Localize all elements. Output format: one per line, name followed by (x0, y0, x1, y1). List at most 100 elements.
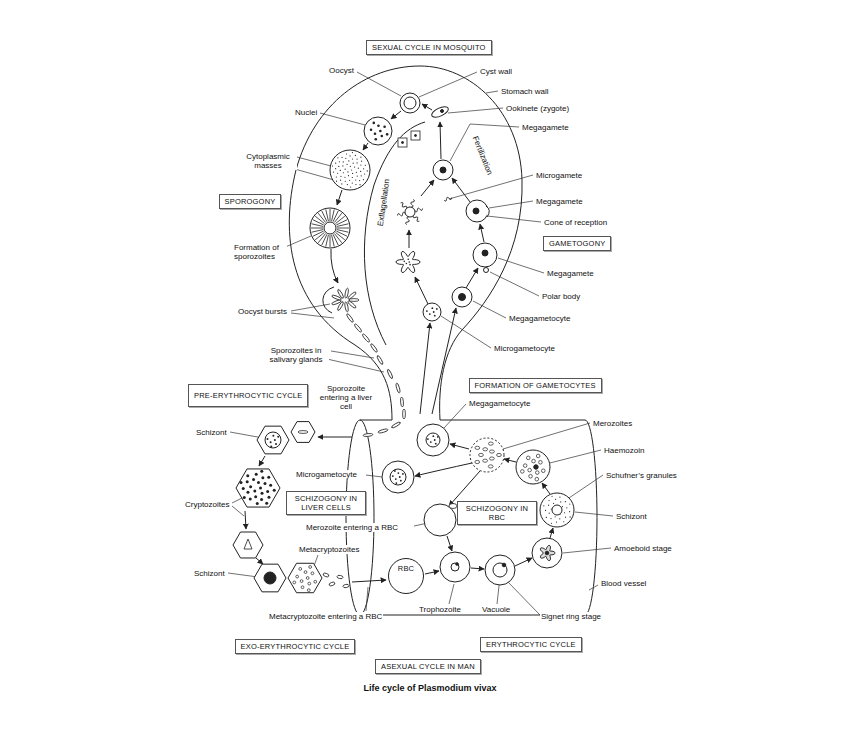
illustration-path (471, 568, 484, 569)
illustration-path (297, 157, 331, 166)
illustration-circle (360, 157, 361, 158)
illustration-circle (249, 497, 252, 500)
illustration-circle (304, 571, 307, 574)
illustration-polygon (257, 426, 289, 454)
illustration-circle (473, 243, 497, 267)
box-text: PRE-ERYTHROCYTIC CYCLE (194, 391, 302, 400)
illustration-circle (399, 476, 401, 478)
illustration-ellipse (298, 431, 308, 434)
illustration-path (508, 582, 540, 615)
stage-box: GAMETOGONY (543, 236, 611, 251)
illustration-path (366, 587, 368, 611)
illustration-circle (265, 502, 268, 505)
illustration-ellipse (483, 448, 488, 451)
illustration-circle (560, 501, 561, 502)
illustration-path (331, 249, 338, 283)
illustration-path (419, 72, 477, 97)
illustration-path (413, 215, 419, 221)
illustration-circle (363, 179, 364, 180)
illustration-circle (360, 171, 361, 172)
illustration-line (311, 228, 323, 229)
illustration-circle (502, 563, 506, 567)
illustration-path (425, 571, 439, 574)
illustration-circle (536, 454, 540, 458)
illustration-circle (349, 155, 350, 156)
illustration-circle (473, 208, 479, 214)
illustration-circle (347, 184, 348, 185)
illustration-ellipse (387, 369, 394, 379)
illustration-circle (330, 150, 370, 190)
illustration-ellipse (430, 105, 450, 120)
part-label: Merozoite entering a RBC (305, 523, 399, 532)
illustration-circle (470, 438, 504, 472)
illustration-path (396, 252, 420, 273)
part-label: Ookinete (zygote) (505, 104, 570, 113)
illustration-path (440, 122, 441, 159)
illustration-circle (434, 315, 436, 317)
part-label: Blood vessel (600, 579, 647, 588)
illustration-circle (361, 161, 362, 162)
illustration-circle (372, 122, 375, 125)
illustration-circle (548, 500, 549, 501)
part-label: Signet ring stage (540, 612, 602, 621)
illustration-line (313, 220, 324, 225)
illustration-circle (310, 208, 350, 248)
illustration-circle (417, 424, 449, 456)
illustration-path (550, 528, 553, 538)
illustration-circle (277, 436, 279, 438)
illustration-circle (429, 313, 431, 315)
illustration-path (448, 108, 503, 113)
illustration-circle (246, 491, 249, 494)
illustration-line (440, 420, 585, 421)
illustration-circle (344, 177, 345, 178)
illustration-circle (350, 166, 351, 167)
illustration-path (486, 91, 498, 93)
illustration-polygon (236, 469, 280, 507)
part-label: Schufner’s granules (605, 471, 678, 480)
illustration-path (323, 287, 334, 313)
illustration-circle (403, 261, 405, 263)
illustration-circle (551, 523, 552, 524)
illustration-path (415, 277, 428, 304)
illustration-circle (307, 589, 310, 592)
illustration-circle (346, 164, 347, 165)
box-text: SCHIZOGONY IN LIVER CELLS (292, 494, 360, 512)
illustration-circle (466, 200, 488, 222)
illustration-circle (409, 264, 411, 266)
illustration-circle (395, 478, 397, 480)
illustration-path (337, 190, 342, 205)
illustration-circle (360, 164, 361, 165)
illustration-line (333, 211, 338, 222)
illustration-g (228, 72, 613, 615)
illustration-path (244, 539, 252, 549)
illustration-circle (386, 133, 389, 136)
illustration-circle (352, 182, 353, 183)
illustration-circle (340, 176, 341, 177)
illustration-circle (569, 503, 570, 504)
illustration-path (503, 423, 590, 449)
illustration-path (245, 511, 246, 529)
illustration-path (363, 143, 368, 150)
stage-box: SCHIZOGONY IN LIVER CELLS (286, 491, 366, 515)
illustration-path (473, 301, 506, 318)
part-label: Megagamete (521, 123, 570, 132)
illustration-circle (541, 469, 545, 473)
illustration-circle (342, 165, 343, 166)
illustration-circle (254, 495, 257, 498)
illustration-circle (314, 580, 317, 583)
part-label: Exflagellation (376, 177, 392, 227)
illustration-circle (566, 507, 567, 508)
illustration-ellipse (344, 288, 348, 298)
illustration-path (480, 224, 484, 242)
illustration-circle (521, 470, 525, 474)
illustration-circle (392, 475, 394, 477)
illustration-circle (546, 517, 547, 518)
illustration-circle (246, 480, 249, 483)
illustration-circle (523, 464, 527, 468)
illustration-g (233, 93, 574, 593)
illustration-path (432, 308, 456, 414)
illustration-circle (267, 496, 270, 499)
box-text: SEXUAL CYCLE IN MOSQUITO (372, 43, 486, 52)
illustration-circle (255, 473, 258, 476)
